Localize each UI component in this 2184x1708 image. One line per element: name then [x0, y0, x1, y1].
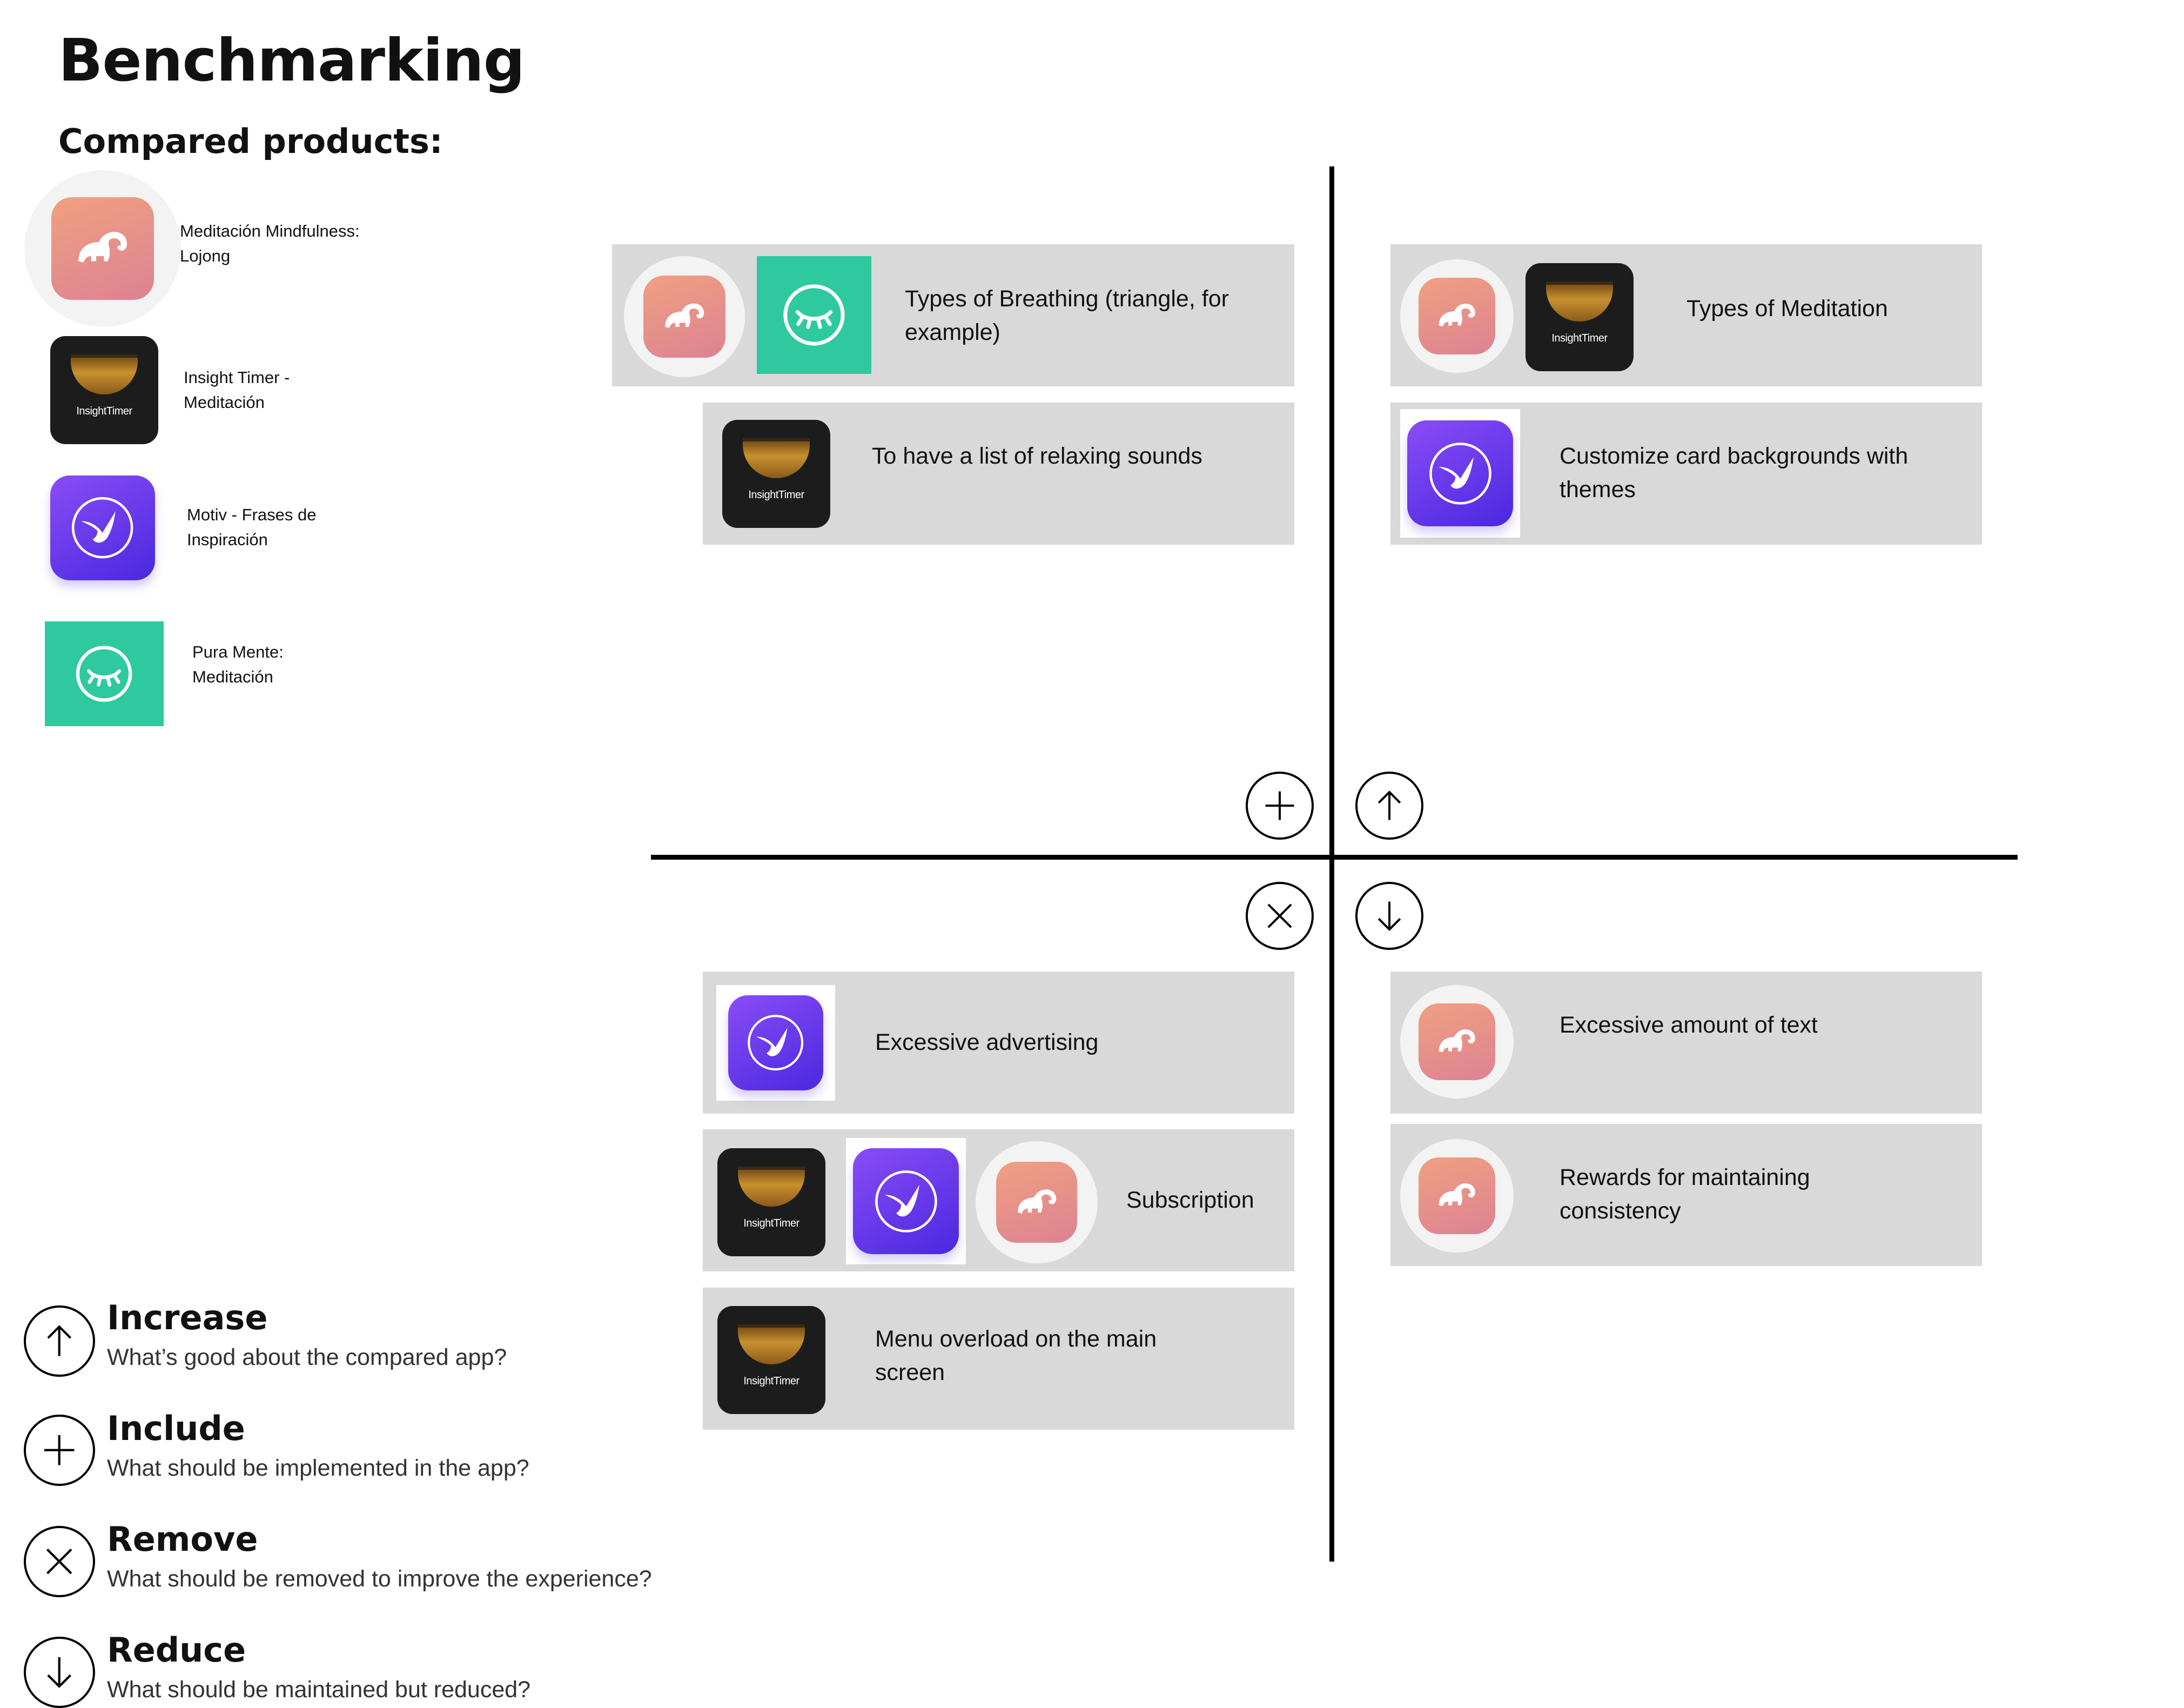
plus-icon	[24, 1415, 95, 1486]
lojong-app-icon	[976, 1141, 1098, 1263]
elephant-icon	[1419, 1157, 1495, 1234]
legend-desc-remove: What should be removed to improve the ex…	[107, 1566, 652, 1592]
closed-eye-icon	[757, 256, 871, 374]
card-text: To have a list of relaxing sounds	[872, 443, 1202, 469]
elephant-icon	[1419, 278, 1495, 354]
page-title: Benchmarking	[58, 27, 525, 95]
card-text: Excessive advertising	[875, 1029, 1099, 1055]
increase-card-customize-backgrounds: Customize card backgrounds with themes	[1390, 403, 1982, 545]
horizontal-axis	[651, 855, 2018, 860]
elephant-icon	[1419, 1003, 1495, 1080]
singing-bowl-icon: InsightTimer	[722, 420, 830, 528]
product-label-motiv: Motiv - Frases de Inspiración	[187, 505, 317, 549]
elephant-icon	[643, 276, 725, 358]
lojong-app-icon	[624, 256, 745, 377]
singing-bowl-icon: InsightTimer	[1526, 263, 1634, 371]
legend-title-include: Include	[107, 1409, 245, 1448]
closed-eye-icon	[45, 621, 164, 726]
close-icon	[24, 1526, 95, 1597]
card-text: Types of Breathing (triangle, for	[905, 286, 1229, 312]
hummingbird-icon	[853, 1148, 959, 1254]
card-text: screen	[875, 1359, 945, 1385]
close-icon	[1246, 882, 1314, 950]
arrow-down-icon	[1355, 882, 1423, 950]
reduce-card-text-amount: Excessive amount of text	[1390, 972, 1982, 1114]
elephant-icon	[996, 1162, 1077, 1243]
singing-bowl-icon: InsightTimer	[717, 1306, 825, 1414]
remove-card-menu-overload: InsightTimer Menu overload on the main s…	[703, 1288, 1294, 1430]
legend-desc-include: What should be implemented in the app?	[107, 1455, 529, 1481]
remove-card-advertising: Excessive advertising	[703, 972, 1294, 1114]
hummingbird-icon	[50, 475, 155, 580]
hummingbird-icon	[1407, 420, 1513, 526]
product-label-insight-timer: Insight Timer - Meditación	[184, 368, 290, 412]
singing-bowl-icon: InsightTimer	[717, 1148, 825, 1256]
plus-icon	[1246, 772, 1314, 840]
lojong-app-icon	[1400, 985, 1514, 1099]
legend-title-reduce: Reduce	[107, 1630, 246, 1670]
card-text: consistency	[1560, 1198, 1681, 1224]
legend-title-increase: Increase	[107, 1298, 268, 1337]
hummingbird-icon	[728, 995, 823, 1090]
card-text: Menu overload on the main	[875, 1326, 1157, 1352]
lojong-app-icon	[1400, 1139, 1514, 1252]
arrow-up-icon	[1355, 772, 1423, 840]
vertical-axis	[1329, 166, 1334, 1562]
card-text: themes	[1560, 477, 1636, 503]
arrow-up-icon	[24, 1305, 95, 1377]
product-label-pura-mente: Pura Mente: Meditación	[192, 642, 284, 686]
card-text: Subscription	[1126, 1187, 1254, 1213]
card-text: Rewards for maintaining	[1560, 1164, 1810, 1190]
legend-desc-reduce: What should be maintained but reduced?	[107, 1677, 531, 1703]
elephant-icon	[51, 197, 154, 300]
remove-card-subscription: InsightTimer Subscription	[703, 1129, 1294, 1271]
product-label-lojong: Meditación Mindfulness: Lojong	[180, 222, 360, 265]
legend-desc-increase: What’s good about the compared app?	[107, 1344, 507, 1370]
include-card-relaxing-sounds: InsightTimer To have a list of relaxing …	[703, 403, 1294, 545]
card-text: Excessive amount of text	[1560, 1012, 1818, 1038]
motiv-app-icon	[846, 1138, 966, 1264]
reduce-card-rewards: Rewards for maintaining consistency	[1390, 1124, 1982, 1266]
card-text: Types of Meditation	[1686, 296, 1888, 321]
page-subtitle: Compared products:	[58, 122, 443, 161]
singing-bowl-icon: InsightTimer	[50, 336, 158, 444]
increase-card-meditation-types: InsightTimer Types of Meditation	[1390, 244, 1982, 386]
motiv-app-icon	[716, 985, 835, 1101]
lojong-app-icon	[1400, 259, 1514, 373]
motiv-app-icon	[1400, 409, 1520, 538]
card-text: Customize card backgrounds with	[1560, 443, 1909, 469]
lojong-app-icon	[24, 170, 181, 327]
card-text: example)	[905, 319, 1000, 345]
legend-title-remove: Remove	[107, 1519, 258, 1559]
include-card-breathing: Types of Breathing (triangle, for exampl…	[612, 244, 1294, 386]
arrow-down-icon	[24, 1637, 95, 1708]
